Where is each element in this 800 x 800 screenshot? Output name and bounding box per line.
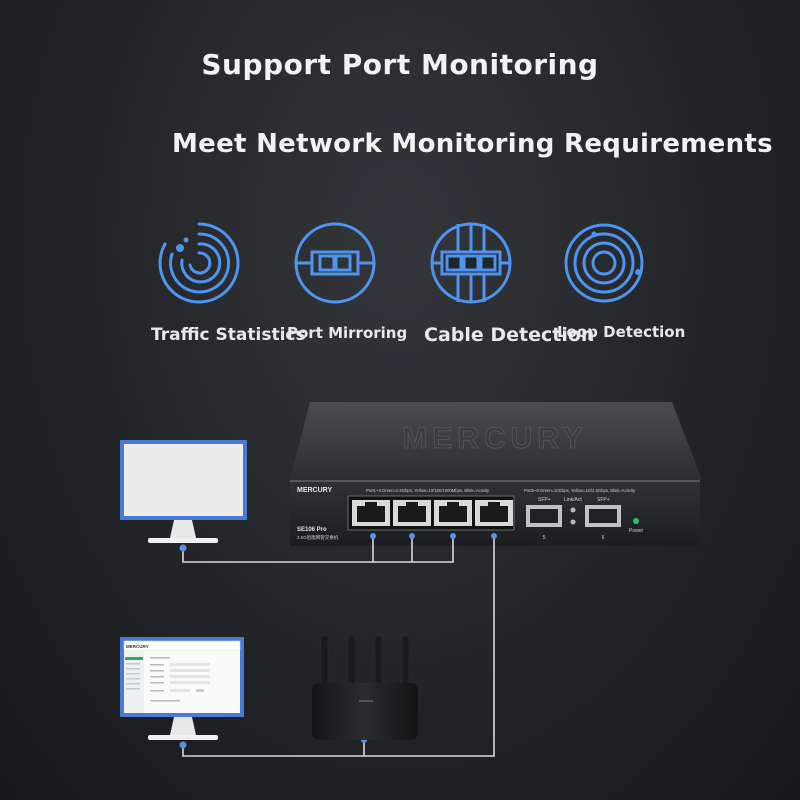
- sfp-label-5: SFP+: [538, 497, 551, 503]
- sfp-port-6: [585, 505, 621, 527]
- line-monitor-top: [182, 536, 454, 563]
- sfp-legend: Port5~6:Green=10Gbps, Yellow=1G/2.5Gbps,…: [524, 488, 636, 493]
- switch-model-desc: 2.5G智能网管交换机: [297, 534, 339, 541]
- dot-port-3: [450, 533, 456, 539]
- rj45-port-4: [475, 500, 513, 526]
- page-title: Support Port Monitoring: [201, 48, 599, 81]
- traffic-statistics-icon: [158, 222, 240, 304]
- power-label: Power: [629, 528, 644, 534]
- monitor-top: [120, 440, 247, 543]
- monitor-screen-logo: MERCURY: [126, 644, 149, 649]
- port-number-6: 6: [602, 535, 605, 541]
- link-led-5: [570, 507, 576, 513]
- port-mirroring-icon: [294, 222, 376, 304]
- switch-front-logo: MERCURY: [297, 487, 332, 494]
- dot-port-4: [491, 533, 497, 539]
- feature-label-traffic: Traffic Statistics: [151, 325, 306, 345]
- wireless-router: [312, 635, 418, 740]
- rj45-port-1: [352, 500, 390, 526]
- dot-port-1: [370, 533, 376, 539]
- page-subtitle: Meet Network Monitoring Requirements: [172, 129, 773, 159]
- power-led: [633, 518, 639, 524]
- dot-monitor-bottom: [179, 741, 187, 749]
- link-led-6: [570, 519, 576, 525]
- feature-label-cable: Cable Detection: [424, 324, 595, 346]
- switch-top-logo: MERCURY: [402, 422, 588, 455]
- sfp-port-5: [526, 505, 562, 527]
- sfp-label-6: SFP+: [597, 497, 610, 503]
- dot-monitor-top: [179, 544, 187, 552]
- rj45-port-3: [434, 500, 472, 526]
- rj45-port-2: [393, 500, 431, 526]
- connection-dots: [179, 533, 497, 749]
- cable-detection-icon: [430, 222, 512, 304]
- link-act-label: Link/Act: [564, 497, 582, 503]
- loop-detection-icon: [564, 223, 644, 303]
- line-port-4: [182, 536, 495, 757]
- switch-model: SE106 Pro: [297, 527, 327, 533]
- port-number-5: 5: [543, 535, 546, 541]
- feature-label-loop: Loop Detection: [557, 323, 686, 341]
- dot-port-2: [409, 533, 415, 539]
- rj45-legend: Port1~4:Green=2.5Gbps, Yellow=10/100/100…: [366, 488, 490, 493]
- feature-label-mirroring: Port Mirroring: [287, 324, 408, 342]
- network-switch: MERCURY MERCURY Port1~4:Green=2.5Gbps, Y…: [290, 402, 702, 546]
- monitor-bottom: MERCURY: [120, 637, 244, 740]
